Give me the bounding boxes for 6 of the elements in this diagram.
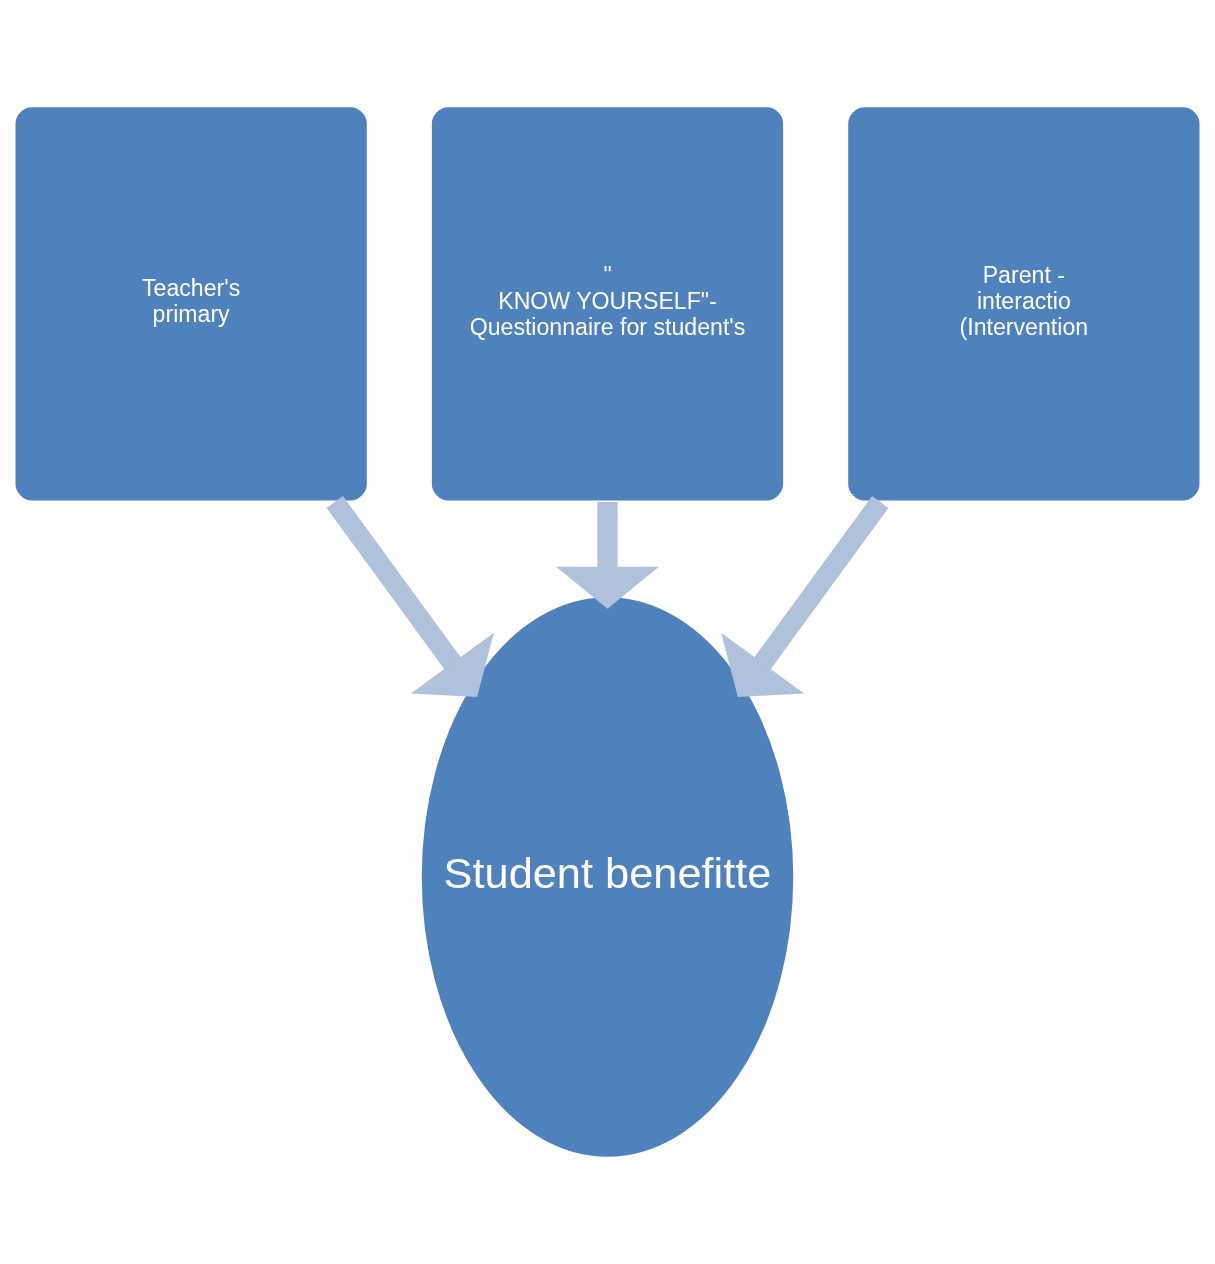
arrow [326,496,494,697]
arrow [721,496,889,697]
node-box: Teacher's primary [12,104,370,504]
arrow [556,501,659,609]
node-box: " KNOW YOURSELF"- Questionnaire for student's [428,104,787,504]
node-box: Parent - interactio (Intervention [845,104,1203,504]
